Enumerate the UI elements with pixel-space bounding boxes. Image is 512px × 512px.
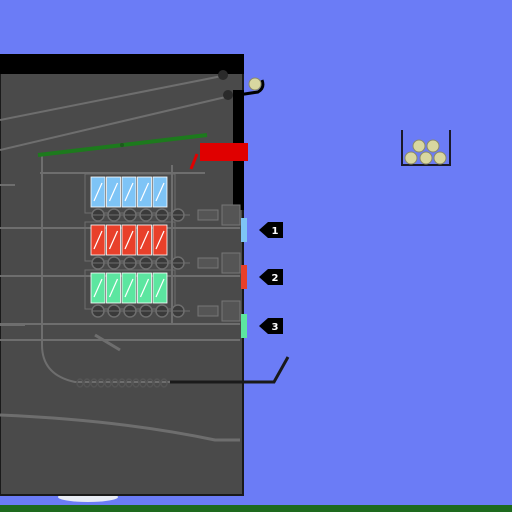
lower-chute xyxy=(0,413,240,442)
slot-indicator xyxy=(241,265,247,289)
can-stripe xyxy=(93,278,103,298)
coin-tray[interactable] xyxy=(401,130,451,166)
output-spring xyxy=(76,378,168,388)
shelf-3 xyxy=(84,269,241,322)
slot-3[interactable]: 3 xyxy=(241,314,283,338)
lever-pivot xyxy=(120,143,124,147)
mechanism-box xyxy=(221,300,241,322)
can-stripe xyxy=(139,230,150,250)
shelf-1 xyxy=(84,173,241,226)
spring-coil xyxy=(146,378,154,388)
slot-button[interactable] xyxy=(259,222,283,238)
coin-tray-bowl xyxy=(401,130,451,166)
red-box xyxy=(200,143,248,161)
can-stripe xyxy=(155,182,165,202)
ground xyxy=(0,505,512,512)
slot-1[interactable]: 1 xyxy=(241,218,283,242)
spring-coil xyxy=(90,378,98,388)
coin[interactable] xyxy=(419,151,433,165)
spring-coil xyxy=(104,378,112,388)
can-stripe xyxy=(93,230,103,250)
inner-hopper xyxy=(41,344,170,383)
slot-2[interactable]: 2 xyxy=(241,265,283,289)
mechanism-box xyxy=(197,257,219,269)
coin[interactable] xyxy=(412,139,426,153)
can-stripe xyxy=(139,182,150,202)
slot-button[interactable] xyxy=(259,269,283,285)
spring-coil xyxy=(153,378,161,388)
slot-number: 3 xyxy=(272,322,279,333)
output-ramp xyxy=(170,356,290,384)
spring-coil xyxy=(111,378,119,388)
coin-on-hook[interactable] xyxy=(248,77,262,91)
red-needle xyxy=(189,153,199,170)
can-stripe xyxy=(155,278,165,298)
can-stripe xyxy=(124,230,134,250)
mechanism-box xyxy=(197,305,219,317)
coin[interactable] xyxy=(426,139,440,153)
diagonal-strut xyxy=(94,333,121,352)
coin-stack xyxy=(404,139,447,165)
can-stripe xyxy=(124,182,134,202)
spring-coil xyxy=(125,378,133,388)
shelf-2 xyxy=(84,221,241,274)
mechanism-box xyxy=(221,204,241,226)
slot-dispensers: 1 2 3 xyxy=(241,218,283,338)
mechanism-box xyxy=(221,252,241,274)
mechanism-box xyxy=(197,209,219,221)
pulley-mid xyxy=(223,90,233,100)
rail-diagonal-1 xyxy=(0,75,223,121)
coin[interactable] xyxy=(404,151,418,165)
can-stripe xyxy=(93,182,103,202)
can-stripe xyxy=(155,230,165,250)
slot-button[interactable] xyxy=(259,318,283,334)
vending-machine: 1 2 3 xyxy=(0,54,290,496)
can-stripe xyxy=(108,278,119,298)
spring-coil xyxy=(118,378,126,388)
slot-indicator xyxy=(241,314,247,338)
spring-coil xyxy=(160,378,168,388)
slot-number: 2 xyxy=(272,273,279,284)
spring-coil xyxy=(76,378,84,388)
can-stripe xyxy=(124,278,134,298)
machine-top-frame xyxy=(0,54,244,74)
pulley-top xyxy=(218,70,228,80)
coin[interactable] xyxy=(433,151,447,165)
can-stripe xyxy=(108,182,119,202)
spring-coil xyxy=(132,378,140,388)
coin-hook xyxy=(237,79,265,97)
can-stripe xyxy=(108,230,119,250)
slot-indicator xyxy=(241,218,247,242)
spring-coil xyxy=(97,378,105,388)
spring-coil xyxy=(139,378,147,388)
can-shelves xyxy=(84,173,241,322)
slot-number: 1 xyxy=(272,226,279,237)
spring-coil xyxy=(83,378,91,388)
can-stripe xyxy=(139,278,150,298)
rail-diagonal-2 xyxy=(0,95,231,151)
